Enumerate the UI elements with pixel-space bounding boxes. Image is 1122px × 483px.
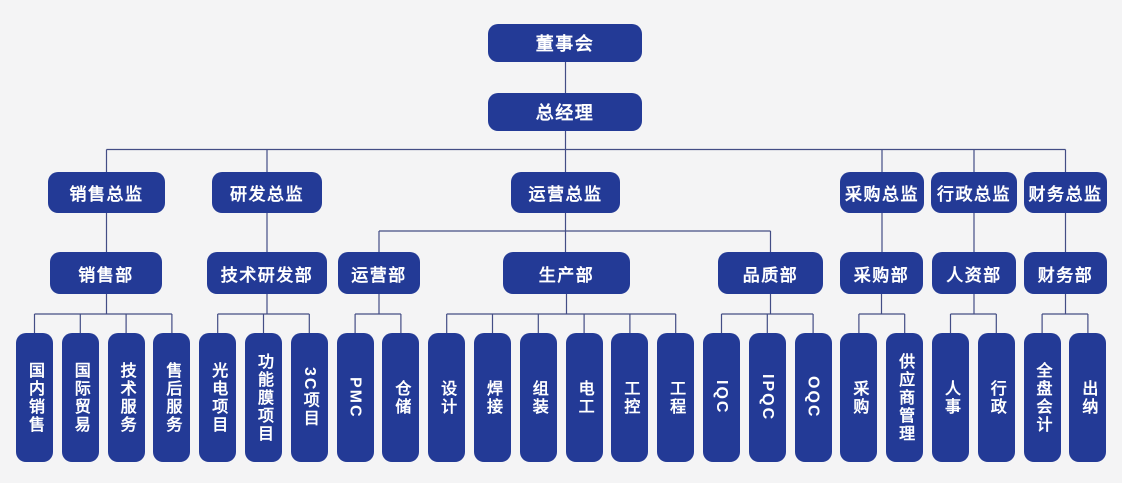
node-domestic-sales: 国内销售 bbox=[16, 333, 53, 462]
node-iqc: IQC bbox=[702, 333, 740, 462]
node-after-sales-service: 售后服务 bbox=[153, 333, 191, 462]
node-assembly: 组装 bbox=[519, 333, 557, 462]
node-procurement-director: 采购总监 bbox=[840, 172, 924, 213]
node-welding: 焊接 bbox=[473, 333, 511, 462]
node-operations-dept: 运营部 bbox=[338, 252, 420, 294]
node-warehousing: 仓储 bbox=[382, 333, 420, 462]
node-purchasing: 采购 bbox=[840, 333, 878, 462]
node-operations-director: 运营总监 bbox=[511, 172, 620, 213]
node-international-trade: 国际贸易 bbox=[61, 333, 99, 462]
node-procurement-dept: 采购部 bbox=[840, 252, 923, 294]
node-sales-dept: 销售部 bbox=[50, 252, 162, 294]
node-technical-service: 技术服务 bbox=[107, 333, 145, 462]
node-admin-director: 行政总监 bbox=[931, 172, 1017, 213]
node-oqc: OQC bbox=[794, 333, 832, 462]
node-general-accounting: 全盘会计 bbox=[1023, 333, 1061, 462]
node-design: 设计 bbox=[428, 333, 466, 462]
node-pmc: PMC bbox=[336, 333, 374, 462]
node-tech-rd-dept: 技术研发部 bbox=[207, 252, 327, 294]
node-administration: 行政 bbox=[977, 333, 1015, 462]
node-board-of-directors: 董事会 bbox=[488, 24, 642, 62]
node-finance-dept: 财务部 bbox=[1024, 252, 1107, 294]
node-hr-dept: 人资部 bbox=[932, 252, 1016, 294]
node-quality-dept: 品质部 bbox=[718, 252, 823, 294]
node-industrial-control: 工控 bbox=[611, 333, 649, 462]
node-general-manager: 总经理 bbox=[488, 93, 642, 131]
node-supplier-management: 供应商管理 bbox=[886, 333, 924, 462]
node-functional-film-project: 功能膜项目 bbox=[244, 333, 282, 462]
node-engineering: 工程 bbox=[657, 333, 695, 462]
node-production-dept: 生产部 bbox=[503, 252, 630, 294]
node-finance-director: 财务总监 bbox=[1024, 172, 1107, 213]
connector-path bbox=[33, 62, 1089, 333]
node-rd-director: 研发总监 bbox=[212, 172, 322, 213]
teams-row: 国内销售 国际贸易 技术服务 售后服务 光电项目 功能膜项目 3C项目 PMC … bbox=[16, 333, 1107, 462]
node-sales-director: 销售总监 bbox=[48, 172, 165, 213]
node-optoelectronics-project: 光电项目 bbox=[199, 333, 237, 462]
node-personnel: 人事 bbox=[931, 333, 969, 462]
node-3c-project: 3C项目 bbox=[290, 333, 328, 462]
node-electrician: 电工 bbox=[565, 333, 603, 462]
node-cashier: 出纳 bbox=[1069, 333, 1107, 462]
node-ipqc: IPQC bbox=[748, 333, 786, 462]
